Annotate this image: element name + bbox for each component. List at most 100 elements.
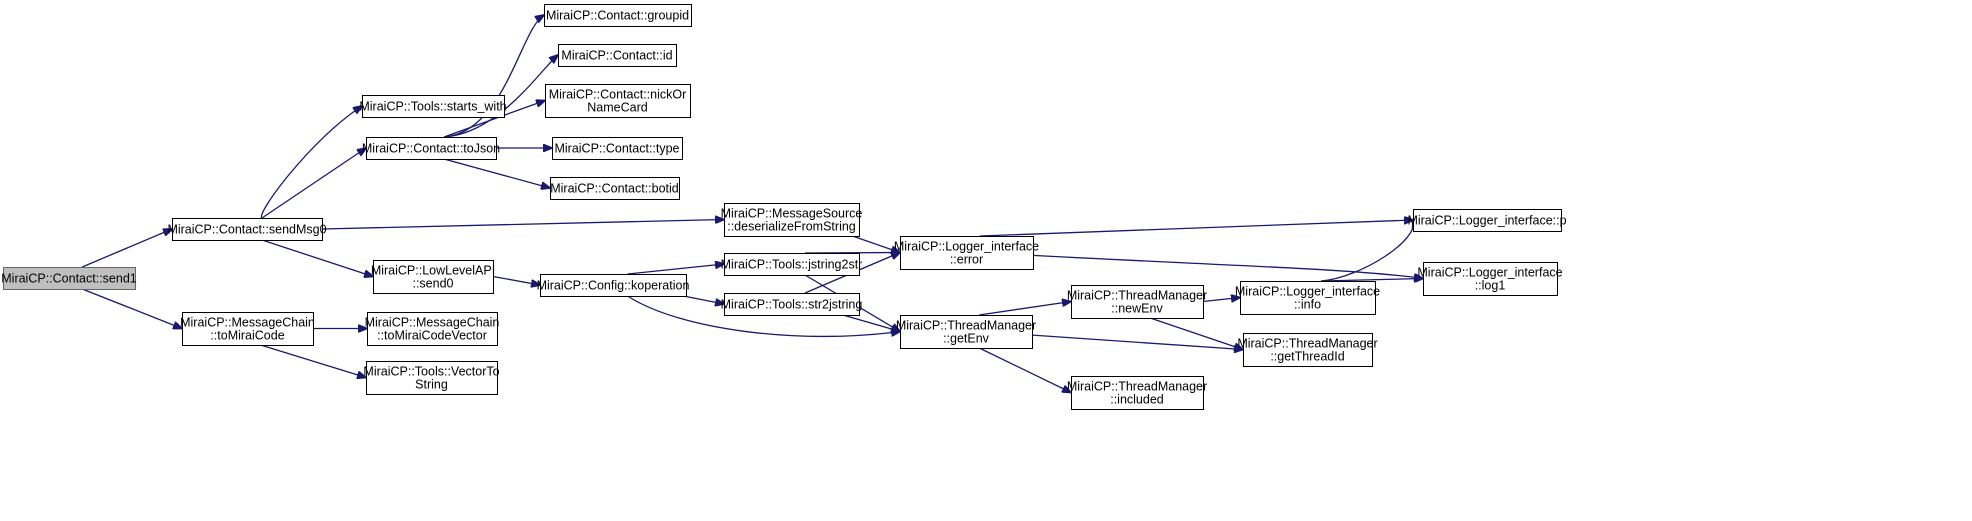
node-label: MiraiCP::ThreadManager	[896, 319, 1036, 333]
node-str2jstring[interactable]: MiraiCP::Tools::str2jstring	[721, 293, 863, 316]
node-label: MiraiCP::Contact::type	[554, 142, 679, 156]
edge-send1-to-sendMsg0	[81, 229, 172, 268]
edge-newEnv-to-info	[1202, 298, 1240, 302]
node-label: MiraiCP::Tools::VectorTo	[363, 365, 499, 379]
node-box	[544, 4, 692, 27]
node-box	[1071, 285, 1204, 319]
node-box	[1243, 333, 1373, 367]
node-label: MiraiCP::Contact::send1	[1, 272, 137, 286]
node-box	[724, 293, 860, 316]
node-starts_with[interactable]: MiraiCP::Tools::starts_with	[359, 95, 507, 118]
node-toJson[interactable]: MiraiCP::Contact::toJson	[362, 137, 500, 160]
node-newEnv[interactable]: MiraiCP::ThreadManager::newEnv	[1067, 285, 1207, 319]
node-label: MiraiCP::Logger_interface	[894, 240, 1039, 254]
edge-koperation-to-getEnv	[627, 295, 900, 338]
node-label: ::newEnv	[1111, 302, 1163, 316]
node-lowlevel_send0[interactable]: MiraiCP::LowLevelAPI::send0	[371, 260, 495, 294]
node-label: ::toMiraiCodeVector	[377, 329, 487, 343]
node-label: ::included	[1110, 393, 1164, 407]
node-logger_p[interactable]: MiraiCP::Logger_interface::p	[1407, 209, 1567, 232]
node-label: MiraiCP::Logger_interface	[1235, 285, 1380, 299]
edge-info-to-log1	[1320, 279, 1423, 282]
edge-jstring2str-to-error	[804, 253, 900, 254]
edge-info-to-logger_p	[1320, 220, 1414, 282]
node-label: ::log1	[1475, 279, 1506, 293]
node-label: MiraiCP::Logger_interface::p	[1407, 214, 1566, 228]
node-koperation[interactable]: MiraiCP::Config::koperation	[537, 274, 690, 297]
node-box	[724, 253, 860, 276]
edge-error-to-logger_p	[979, 220, 1413, 237]
node-box	[900, 236, 1034, 270]
node-label: String	[415, 378, 448, 392]
node-box	[1240, 281, 1376, 315]
node-label: ::toMiraiCode	[210, 329, 284, 343]
node-box	[3, 267, 136, 290]
edge-koperation-to-jstring2str	[627, 264, 724, 275]
edge-toJson-to-id	[443, 55, 558, 138]
node-deserializeFromString[interactable]: MiraiCP::MessageSource::deserializeFromS…	[721, 203, 863, 237]
node-label: ::deserializeFromString	[727, 220, 856, 234]
node-error[interactable]: MiraiCP::Logger_interface::error	[894, 236, 1039, 270]
node-info[interactable]: MiraiCP::Logger_interface::info	[1235, 281, 1380, 315]
node-log1[interactable]: MiraiCP::Logger_interface::log1	[1417, 262, 1563, 296]
edge-sendMsg0-to-deserializeFromString	[321, 220, 724, 230]
node-label: MiraiCP::Contact::sendMsg0	[167, 223, 326, 237]
node-box	[1071, 376, 1204, 410]
node-label: MiraiCP::Contact::nickOr	[549, 88, 687, 102]
node-label: MiraiCP::Tools::str2jstring	[721, 298, 863, 312]
node-label: MiraiCP::Contact::toJson	[362, 142, 500, 156]
node-box	[172, 218, 323, 241]
node-label: NameCard	[587, 101, 647, 115]
node-box	[558, 44, 677, 67]
edge-lowlevel_send0-to-koperation	[492, 275, 540, 286]
node-box	[900, 315, 1033, 349]
node-id[interactable]: MiraiCP::Contact::id	[558, 44, 677, 67]
node-label: MiraiCP::Contact::botid	[550, 182, 679, 196]
node-label: MiraiCP::ThreadManager	[1067, 289, 1207, 303]
node-label: ::getThreadId	[1270, 350, 1344, 364]
edge-sendMsg0-to-starts_with	[260, 106, 362, 219]
node-label: MiraiCP::ThreadManager	[1237, 337, 1377, 351]
edge-sendMsg0-to-toJson	[261, 148, 366, 219]
node-box	[373, 260, 494, 294]
node-box	[367, 312, 498, 346]
node-label: ::getEnv	[943, 332, 990, 346]
edge-send1-to-toMiraiCode	[81, 288, 182, 329]
node-included[interactable]: MiraiCP::ThreadManager::included	[1067, 376, 1207, 410]
node-getThreadId[interactable]: MiraiCP::ThreadManager::getThreadId	[1237, 333, 1378, 367]
edge-toMiraiCode-to-VectorToString	[260, 344, 366, 378]
node-type[interactable]: MiraiCP::Contact::type	[552, 137, 683, 160]
node-label: MiraiCP::Config::koperation	[537, 279, 690, 293]
node-box	[1423, 262, 1558, 296]
node-label: MiraiCP::Contact::id	[561, 49, 672, 63]
node-jstring2str[interactable]: MiraiCP::Tools::jstring2str	[721, 253, 863, 276]
edge-error-to-log1	[979, 251, 1423, 279]
node-label: ::error	[950, 253, 983, 267]
node-label: MiraiCP::ThreadManager	[1067, 380, 1207, 394]
node-label: MiraiCP::MessageChain	[180, 316, 315, 330]
node-groupid[interactable]: MiraiCP::Contact::groupid	[544, 4, 692, 27]
node-box	[545, 84, 691, 118]
node-label: MiraiCP::Contact::groupid	[546, 9, 689, 23]
node-botid[interactable]: MiraiCP::Contact::botid	[550, 177, 680, 200]
node-toMiraiCode[interactable]: MiraiCP::MessageChain::toMiraiCode	[180, 312, 315, 346]
node-toMiraiCodeVector[interactable]: MiraiCP::MessageChain::toMiraiCodeVector	[365, 312, 500, 346]
edge-sendMsg0-to-lowlevel_send0	[261, 239, 373, 277]
node-sendMsg0[interactable]: MiraiCP::Contact::sendMsg0	[167, 218, 327, 241]
node-send1[interactable]: MiraiCP::Contact::send1	[1, 267, 137, 290]
node-box	[724, 203, 860, 237]
node-box	[182, 312, 314, 346]
node-box	[540, 274, 687, 297]
node-box	[552, 137, 683, 160]
edge-toJson-to-nickOrNameCard	[443, 101, 545, 138]
edge-newEnv-to-getThreadId	[1149, 317, 1243, 350]
node-getEnv[interactable]: MiraiCP::ThreadManager::getEnv	[896, 315, 1036, 349]
node-label: MiraiCP::LowLevelAPI	[371, 264, 495, 278]
node-box	[366, 137, 497, 160]
node-box	[362, 95, 505, 118]
node-box	[550, 177, 680, 200]
node-label: MiraiCP::MessageSource	[721, 207, 863, 221]
